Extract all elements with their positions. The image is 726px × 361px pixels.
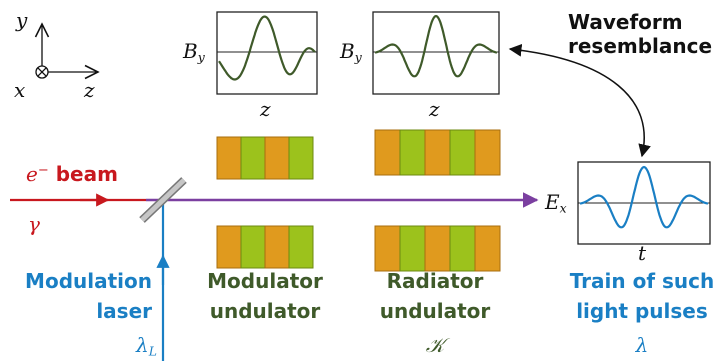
radiator-undulator-magnets (374, 129, 501, 272)
modulator-field-curve (218, 15, 316, 81)
output-wavelength-symbol: λ (635, 333, 649, 357)
resemblance-arrow (508, 43, 651, 158)
radiator-label-line1: Radiator (386, 269, 484, 293)
electron-beam-label: e− beam (26, 162, 118, 187)
output-plot-ylabel: Ex (545, 190, 567, 216)
annotation-line2: resemblance (568, 34, 713, 58)
modulator-label-line1: Modulator (207, 269, 323, 293)
beam-combiner-mirror (139, 177, 187, 223)
radiator-label-line2: undulator (379, 299, 491, 323)
output-label-line2: light pulses (576, 299, 708, 323)
modulator-plot-xlabel: z (260, 97, 271, 121)
annotation-line1: Waveform (568, 10, 683, 34)
output-plot-xlabel: t (638, 241, 647, 265)
output-label-line1: Train of such (569, 269, 715, 293)
z-axis-label: z (84, 78, 95, 102)
modulator-plot-ylabel: By (183, 39, 205, 65)
laser-label-line1: Modulation (25, 269, 152, 293)
coordinate-axes (36, 24, 98, 78)
gamma-symbol: γ (28, 212, 40, 236)
output-field-curve (579, 165, 709, 229)
modulator-undulator-magnets (216, 136, 314, 269)
radiator-field-plot (372, 11, 500, 95)
radiator-field-curve (374, 14, 498, 78)
modulator-field-plot (216, 11, 318, 95)
radiator-plot-ylabel: By (340, 39, 362, 65)
x-axis-label: x (14, 78, 26, 102)
laser-label-line2: laser (96, 299, 152, 323)
output-field-plot (577, 161, 711, 245)
y-axis-label: y (16, 8, 28, 32)
modulator-label-line2: undulator (209, 299, 321, 323)
laser-wavelength-symbol: λL (136, 333, 157, 359)
electron-symbol: e− (26, 162, 49, 187)
radiator-symbol: 𝒦 (425, 333, 445, 357)
radiator-plot-xlabel: z (429, 97, 440, 121)
